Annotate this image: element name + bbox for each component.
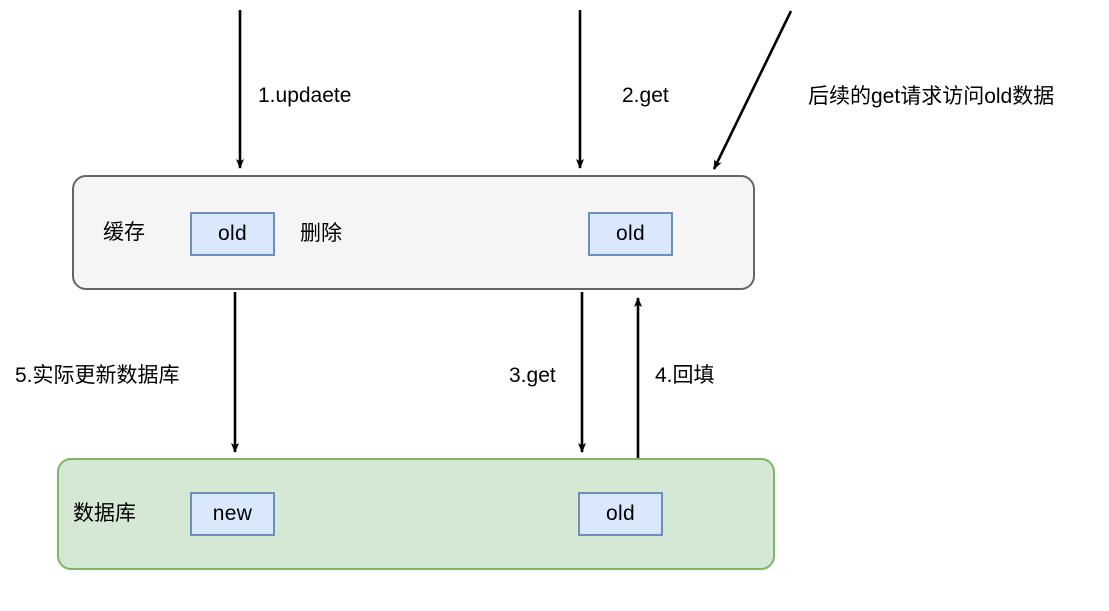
database-label: 数据库 (73, 502, 136, 525)
arrow-followup-get (712, 10, 793, 170)
edge-label-get2: 2.get (622, 84, 669, 107)
edge-label-update-db: 5.实际更新数据库 (15, 364, 180, 387)
cache-item-old[interactable]: old (588, 212, 673, 256)
database-item-old[interactable]: old (578, 492, 663, 536)
edge-label-update: 1.updaete (258, 84, 352, 107)
database-item-new[interactable]: new (190, 492, 275, 536)
cache-label: 缓存 (103, 221, 145, 244)
cache-item-old-deleted[interactable]: old (190, 212, 275, 256)
database-container (57, 458, 775, 570)
edge-label-followup-get: 后续的get请求访问old数据 (808, 85, 1055, 108)
edge-label-backfill: 4.回填 (655, 364, 715, 387)
edge-label-get3: 3.get (509, 364, 556, 387)
cache-delete-note: 删除 (300, 222, 342, 245)
